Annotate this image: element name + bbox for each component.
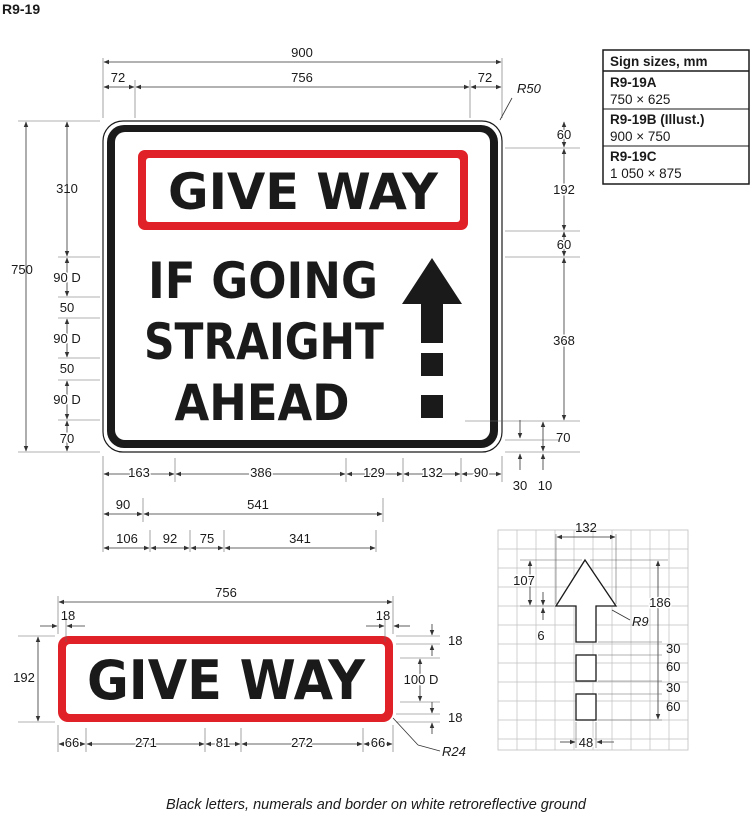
arrow-dim-seg-b: 60: [666, 659, 680, 674]
dim-row1-b: 386: [250, 465, 272, 480]
panel-dim-height: 192: [13, 670, 35, 685]
legend-line-2: STRAIGHT: [144, 313, 384, 371]
size-row-c-value: 1 050 × 875: [610, 166, 682, 181]
dim-row1-c: 129: [363, 465, 385, 480]
dim-row3-d: 341: [289, 531, 311, 546]
panel-dim-row-d: 272: [291, 735, 313, 750]
panel-dim-width: 756: [215, 585, 237, 600]
dim-left-margin: 72: [111, 70, 125, 85]
dim-row1-a: 163: [128, 465, 150, 480]
arrow-dim-head-height: 107: [513, 573, 535, 588]
dim-row1-e: 90: [474, 465, 488, 480]
dim-top-to-text: 310: [56, 181, 78, 196]
panel-give-way-text: GIVE WAY: [87, 649, 366, 712]
dim-border-10: 10: [538, 478, 552, 493]
sign-code-title: R9-19: [2, 1, 40, 17]
dim-right-margin: 72: [478, 70, 492, 85]
sign-sizes-table: Sign sizes, mm R9-19A 750 × 625 R9-19B (…: [602, 49, 750, 185]
size-row-a-code: R9-19A: [610, 75, 657, 90]
main-bottom-dimensions: 163 386 129 132 90 90 541 106 92 75 341: [102, 456, 503, 552]
arrow-dim-seg-c: 30: [666, 680, 680, 695]
arrow-dim-seg-a: 30: [666, 641, 680, 656]
dim-right-bottom: 70: [556, 430, 570, 445]
dim-row2-b: 541: [247, 497, 269, 512]
panel-detail-dimensions: 756 18 18 192 18 100 D 18 R24: [13, 585, 466, 759]
panel-dim-letter-height: 100 D: [404, 672, 439, 687]
main-left-dimensions: 750 310 90 D 50 90 D 50 90 D 70: [11, 120, 100, 453]
sizes-table-header: Sign sizes, mm: [610, 54, 708, 69]
arrow-dim-total-height: 186: [649, 595, 671, 610]
arrow-dim-radius: R9: [632, 614, 649, 629]
size-row-c-code: R9-19C: [610, 149, 657, 164]
legend-line-3: AHEAD: [175, 374, 350, 432]
arrow-dim-seg-d: 60: [666, 699, 680, 714]
arrow-dim-seg-width: 48: [579, 735, 593, 750]
panel-dim-margin-left: 18: [61, 608, 75, 623]
size-row-b-value: 900 × 750: [610, 129, 670, 144]
dim-corner-radius: R50: [517, 81, 542, 96]
panel-dim-row-b: 271: [135, 735, 157, 750]
arrow-dim-width: 132: [575, 520, 597, 535]
dim-letter-height-1: 90 D: [53, 270, 80, 285]
dim-overall-height: 750: [11, 262, 33, 277]
dim-overall-width: 900: [291, 45, 313, 60]
dim-inner-width: 756: [291, 70, 313, 85]
panel-dim-radius: R24: [442, 744, 466, 759]
dim-line-gap-2: 50: [60, 361, 74, 376]
arrow-detail: [497, 529, 689, 751]
dim-row3-a: 106: [116, 531, 138, 546]
main-top-dimensions: 900 72 756 72 R50: [102, 45, 542, 121]
dim-bottom-margin: 70: [60, 431, 74, 446]
dim-arrow-height: 368: [553, 333, 575, 348]
panel-dim-row-c: 81: [216, 735, 230, 750]
dim-letter-height-3: 90 D: [53, 392, 80, 407]
size-row-a-value: 750 × 625: [610, 92, 670, 107]
main-sign: GIVE WAY IF GOING STRAIGHT AHEAD: [102, 120, 503, 453]
dim-panel-height: 192: [553, 182, 575, 197]
arrow-dim-shaft-offset: 6: [537, 628, 544, 643]
arrow-outline-icon: [554, 558, 618, 643]
dim-row1-d: 132: [421, 465, 443, 480]
dim-border-30: 30: [513, 478, 527, 493]
dim-letter-height-2: 90 D: [53, 331, 80, 346]
panel-dim-row-e: 66: [371, 735, 385, 750]
caption: Black letters, numerals and border on wh…: [166, 797, 587, 813]
panel-dim-bottom: 18: [448, 710, 462, 725]
dim-line-gap-1: 50: [60, 300, 74, 315]
size-row-b-code: R9-19B (Illust.): [610, 112, 705, 127]
dim-row3-c: 75: [200, 531, 214, 546]
panel-dim-row-a: 66: [65, 735, 79, 750]
give-way-panel-detail: GIVE WAY: [58, 636, 393, 722]
main-sign-give-way-text: GIVE WAY: [168, 163, 439, 221]
main-right-dimensions: 60 192 60 368 70 30 10: [465, 121, 580, 493]
dim-row2-a: 90: [116, 497, 130, 512]
dim-right-top: 60: [557, 127, 571, 142]
dim-row3-b: 92: [163, 531, 177, 546]
legend-line-1: IF GOING: [148, 252, 378, 310]
arrow-detail-dimensions: 132 107 6 186 R9 30 60 30 60 48: [512, 520, 681, 752]
dim-panel-gap: 60: [557, 237, 571, 252]
panel-dim-top: 18: [448, 633, 462, 648]
straight-arrow-icon: [402, 258, 462, 418]
panel-dim-margin-right: 18: [376, 608, 390, 623]
